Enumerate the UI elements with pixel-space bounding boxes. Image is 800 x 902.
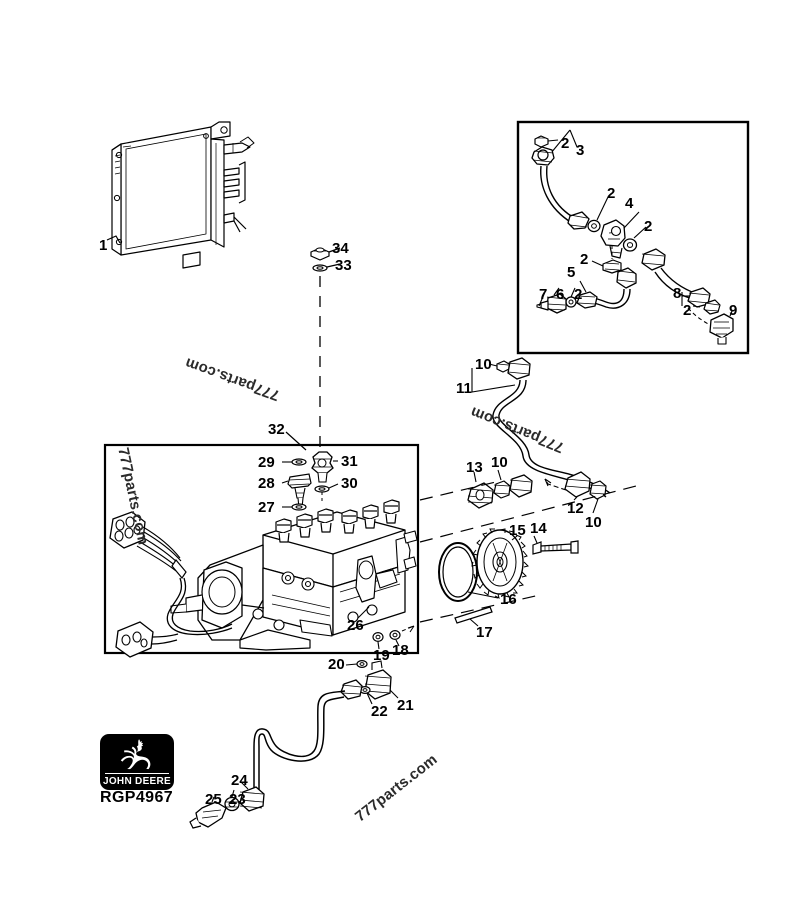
callout-28: 28 <box>258 475 275 492</box>
john-deere-logo: JOHN DEERE <box>100 734 174 790</box>
fuel-line-11-assembly <box>467 357 611 514</box>
drive-gear-assembly <box>438 528 579 627</box>
callout-16: 16 <box>500 591 517 608</box>
callout-9: 9 <box>729 302 738 319</box>
callout-23: 23 <box>229 791 246 808</box>
callout-2e: 2 <box>574 286 583 303</box>
logo-divider <box>105 773 169 774</box>
callout-29: 29 <box>258 454 275 471</box>
callout-12: 12 <box>567 500 584 517</box>
wiring-harness <box>109 511 233 658</box>
part-33-washer <box>312 264 328 272</box>
callout-26: 26 <box>347 617 364 634</box>
callout-2f: 2 <box>683 302 692 319</box>
callout-2b: 2 <box>607 185 616 202</box>
callout-30: 30 <box>341 475 358 492</box>
part-32-leader <box>285 431 307 451</box>
injection-pump-body <box>170 499 418 651</box>
callout-21: 21 <box>397 697 414 714</box>
callout-10b: 10 <box>491 454 508 471</box>
callout-10a: 10 <box>475 356 492 373</box>
callout-24: 24 <box>231 772 248 789</box>
callout-32: 32 <box>268 421 285 438</box>
callout-20: 20 <box>328 656 345 673</box>
callout-10c: 10 <box>585 514 602 531</box>
callout-15: 15 <box>509 522 526 539</box>
callout-17: 17 <box>476 624 493 641</box>
fuel-line-detail-frame <box>516 120 750 355</box>
pump-fittings-detail <box>281 451 339 511</box>
parts-18-19 <box>372 625 415 650</box>
leaping-deer-icon <box>120 739 151 770</box>
callout-4: 4 <box>625 195 634 212</box>
callout-19: 19 <box>373 647 390 664</box>
callout-34: 34 <box>332 240 349 257</box>
callout-2a: 2 <box>561 135 570 152</box>
callout-2d: 2 <box>580 251 589 268</box>
fuel-return-hose-assembly <box>189 659 399 829</box>
part-34-nut <box>310 247 330 261</box>
callout-7: 7 <box>539 286 548 303</box>
callout-6: 6 <box>556 286 565 303</box>
callout-11: 11 <box>456 380 472 397</box>
callout-22: 22 <box>371 703 388 720</box>
callout-2c: 2 <box>644 218 653 235</box>
callout-3: 3 <box>576 142 585 159</box>
callout-14: 14 <box>530 520 547 537</box>
part-1-oil-cooler <box>106 121 255 269</box>
callout-33: 33 <box>335 257 352 274</box>
callout-27: 27 <box>258 499 275 516</box>
part-26-leader <box>357 606 370 619</box>
injection-pump-frame <box>103 443 420 655</box>
alignment-dashed-lines <box>419 480 641 623</box>
callout-8: 8 <box>673 285 682 302</box>
diagram-reference-code: RGP4967 <box>100 789 174 806</box>
callout-5: 5 <box>567 264 576 281</box>
callout-25: 25 <box>205 791 222 808</box>
callout-18: 18 <box>392 642 409 659</box>
callout-1: 1 <box>99 237 108 254</box>
fuel-line-detail-art <box>531 129 734 345</box>
callout-13: 13 <box>466 459 483 476</box>
john-deere-brand-text: JOHN DEERE <box>102 776 171 787</box>
callout-31: 31 <box>341 453 358 470</box>
